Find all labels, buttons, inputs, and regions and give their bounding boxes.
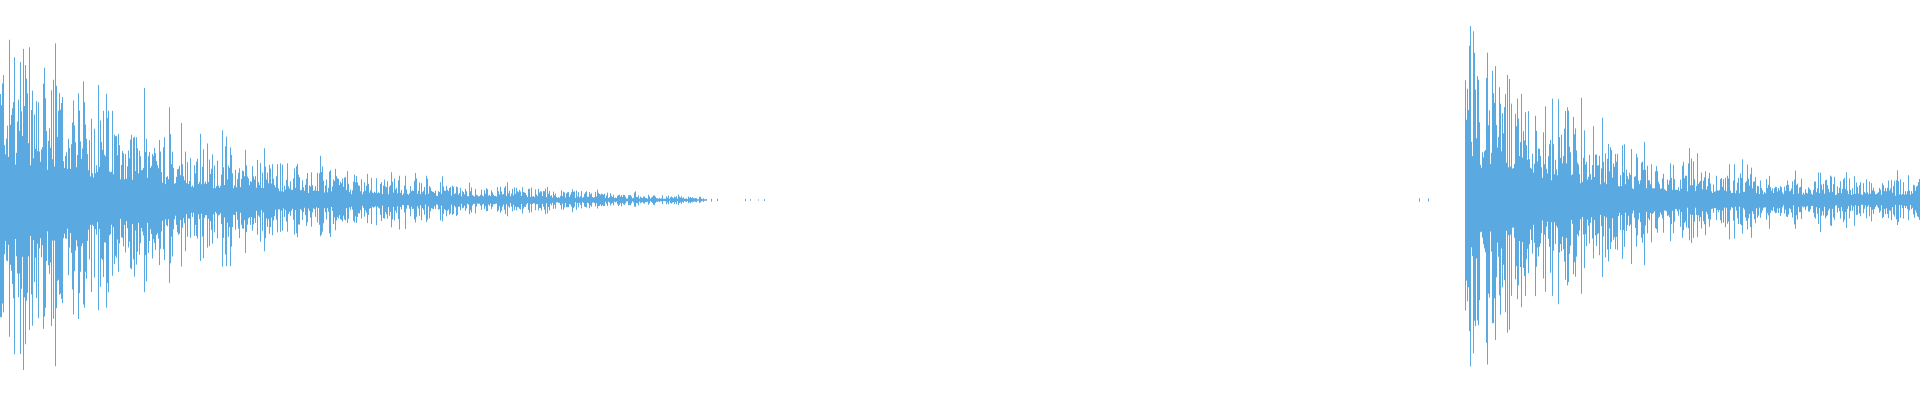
waveform-bars bbox=[0, 26, 1920, 370]
